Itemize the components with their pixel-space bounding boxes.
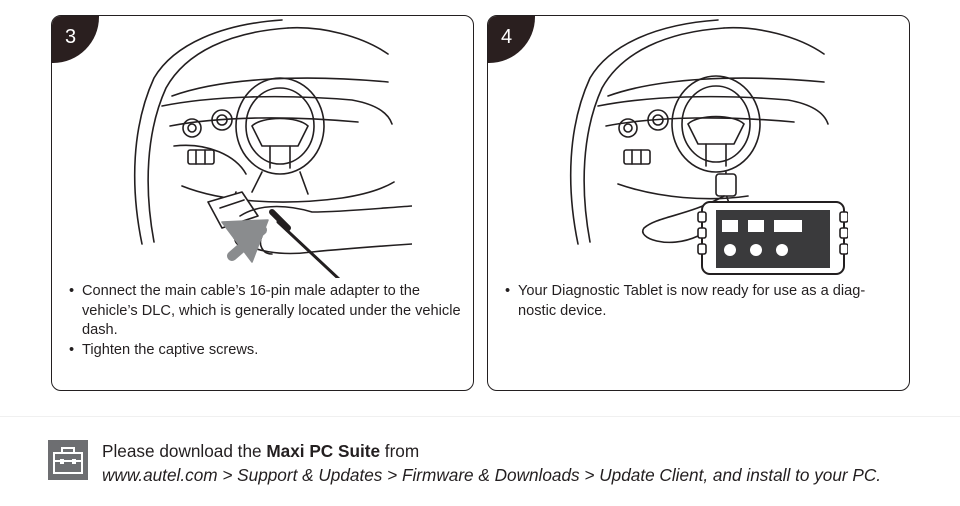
connect-cable-illustration <box>133 19 412 278</box>
toolbox-icon <box>48 440 88 480</box>
step-number-badge: 3 <box>52 16 99 63</box>
step-4-card: 4 <box>487 15 910 391</box>
bullet-item: Tighten the captive screws. <box>66 341 466 361</box>
bullet-item: Connect the main cable’s 16-pin male ada… <box>66 282 466 341</box>
bullet-item: Your Diagnostic Tablet is now ready for … <box>502 282 902 321</box>
step-number: 3 <box>65 26 77 48</box>
step-3-bullets: Connect the main cable’s 16-pin male ada… <box>66 282 466 360</box>
note-prefix: Please download the <box>102 441 267 461</box>
download-path: www.autel.com > Support & Updates > Firm… <box>102 465 882 485</box>
tablet-ready-illustration <box>569 19 848 275</box>
step-number: 4 <box>501 26 513 48</box>
step-3-card: 3 <box>51 15 474 391</box>
note-band <box>0 416 960 506</box>
product-name: Maxi PC Suite <box>266 441 381 461</box>
instructions-area: 3 <box>0 0 960 416</box>
step-4-bullets: Your Diagnostic Tablet is now ready for … <box>502 282 902 321</box>
download-note: Please download the Maxi PC Suite from w… <box>102 439 881 487</box>
note-suffix: from <box>380 441 420 461</box>
step-number-badge: 4 <box>488 16 535 63</box>
